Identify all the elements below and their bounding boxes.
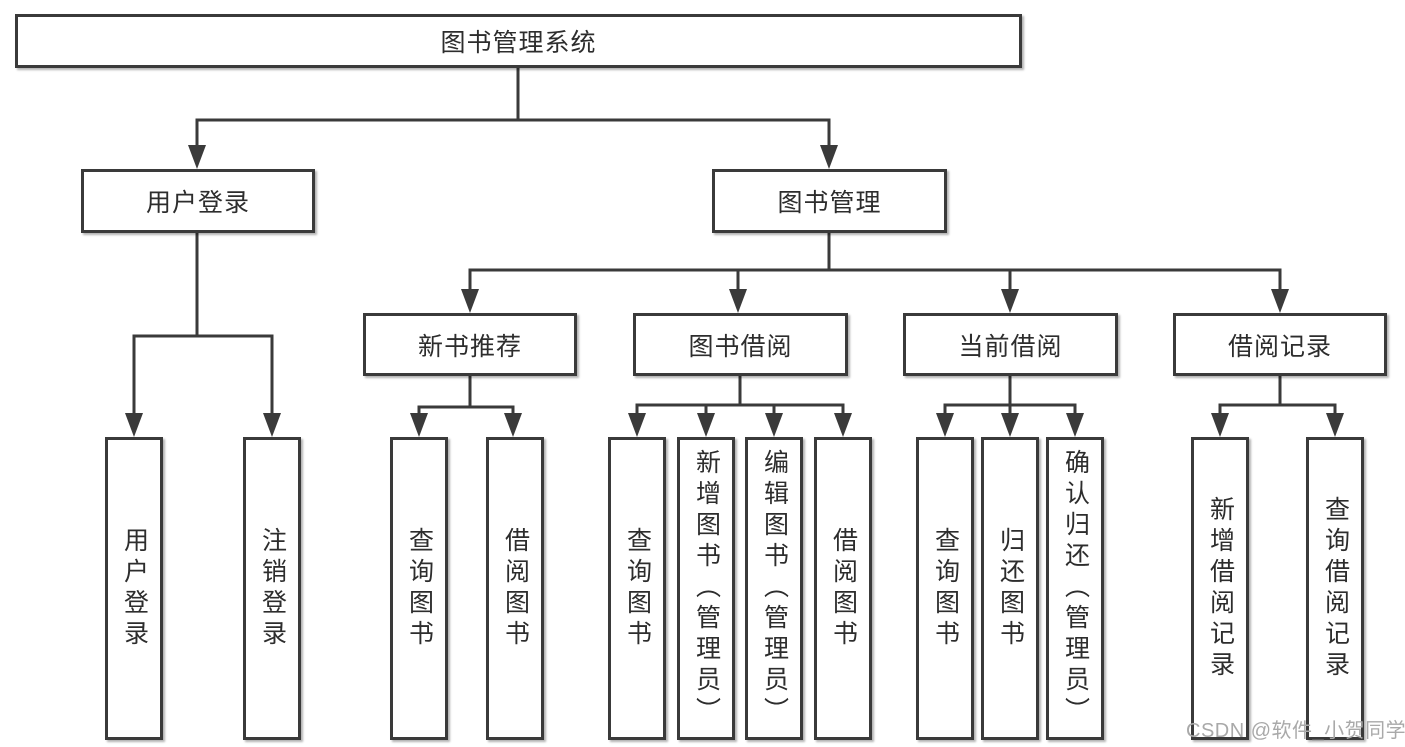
leaf-bb-borrow-books: 借阅图书: [814, 437, 872, 740]
node-user-login-branch-label: 用户登录: [145, 189, 250, 217]
leaf-cb-confirm-return-admin: 确认归还（管理员）: [1046, 437, 1104, 740]
leaf-cb-return-book: 归还图书: [981, 437, 1039, 740]
leaf-br-query-record-label: 查询借阅记录: [1321, 495, 1350, 682]
leaf-cb-return-book-label: 归还图书: [996, 526, 1025, 651]
node-new-book-rec-label: 新书推荐: [417, 332, 522, 361]
leaf-cb-confirm-return-admin-label: 确认归还（管理员）: [1061, 449, 1090, 728]
leaf-bb-edit-book-admin-label: 编辑图书（管理员）: [760, 449, 789, 728]
leaf-user-login-label: 用户登录: [120, 526, 149, 651]
node-new-book-rec: 新书推荐: [363, 313, 577, 376]
leaf-bb-add-book-admin: 新增图书（管理员）: [677, 437, 735, 740]
leaf-bb-edit-book-admin: 编辑图书（管理员）: [745, 437, 803, 740]
leaf-nb-borrow-books-label: 借阅图书: [501, 526, 530, 651]
leaf-user-login: 用户登录: [105, 437, 163, 740]
leaf-br-query-record: 查询借阅记录: [1306, 437, 1364, 740]
node-book-mgmt-branch: 图书管理: [712, 169, 947, 233]
node-borrow-records-label: 借阅记录: [1227, 332, 1332, 361]
leaf-bb-query-books: 查询图书: [608, 437, 666, 740]
leaf-cb-query-books: 查询图书: [916, 437, 974, 740]
node-book-borrow: 图书借阅: [633, 313, 848, 376]
node-user-login-branch: 用户登录: [81, 169, 315, 233]
node-borrow-records: 借阅记录: [1173, 313, 1387, 376]
leaf-bb-borrow-books-label: 借阅图书: [829, 526, 858, 651]
watermark: CSDN @软件_小贺同学: [1186, 720, 1405, 742]
node-current-borrow-label: 当前借阅: [958, 332, 1063, 361]
leaf-logout-label: 注销登录: [258, 526, 287, 651]
leaf-nb-query-books-label: 查询图书: [405, 526, 434, 651]
leaf-cb-query-books-label: 查询图书: [931, 526, 960, 651]
leaf-nb-query-books: 查询图书: [390, 437, 448, 740]
leaf-bb-query-books-label: 查询图书: [623, 526, 652, 651]
node-book-borrow-label: 图书借阅: [688, 332, 793, 361]
leaf-logout: 注销登录: [243, 437, 301, 740]
node-book-mgmt-branch-label: 图书管理: [777, 189, 882, 217]
leaf-nb-borrow-books: 借阅图书: [486, 437, 544, 740]
node-current-borrow: 当前借阅: [903, 313, 1118, 376]
node-root-label: 图书管理系统: [440, 29, 597, 57]
leaf-br-add-record-label: 新增借阅记录: [1206, 495, 1235, 682]
node-root: 图书管理系统: [15, 14, 1022, 68]
leaf-bb-add-book-admin-label: 新增图书（管理员）: [692, 449, 721, 728]
leaf-br-add-record: 新增借阅记录: [1191, 437, 1249, 740]
